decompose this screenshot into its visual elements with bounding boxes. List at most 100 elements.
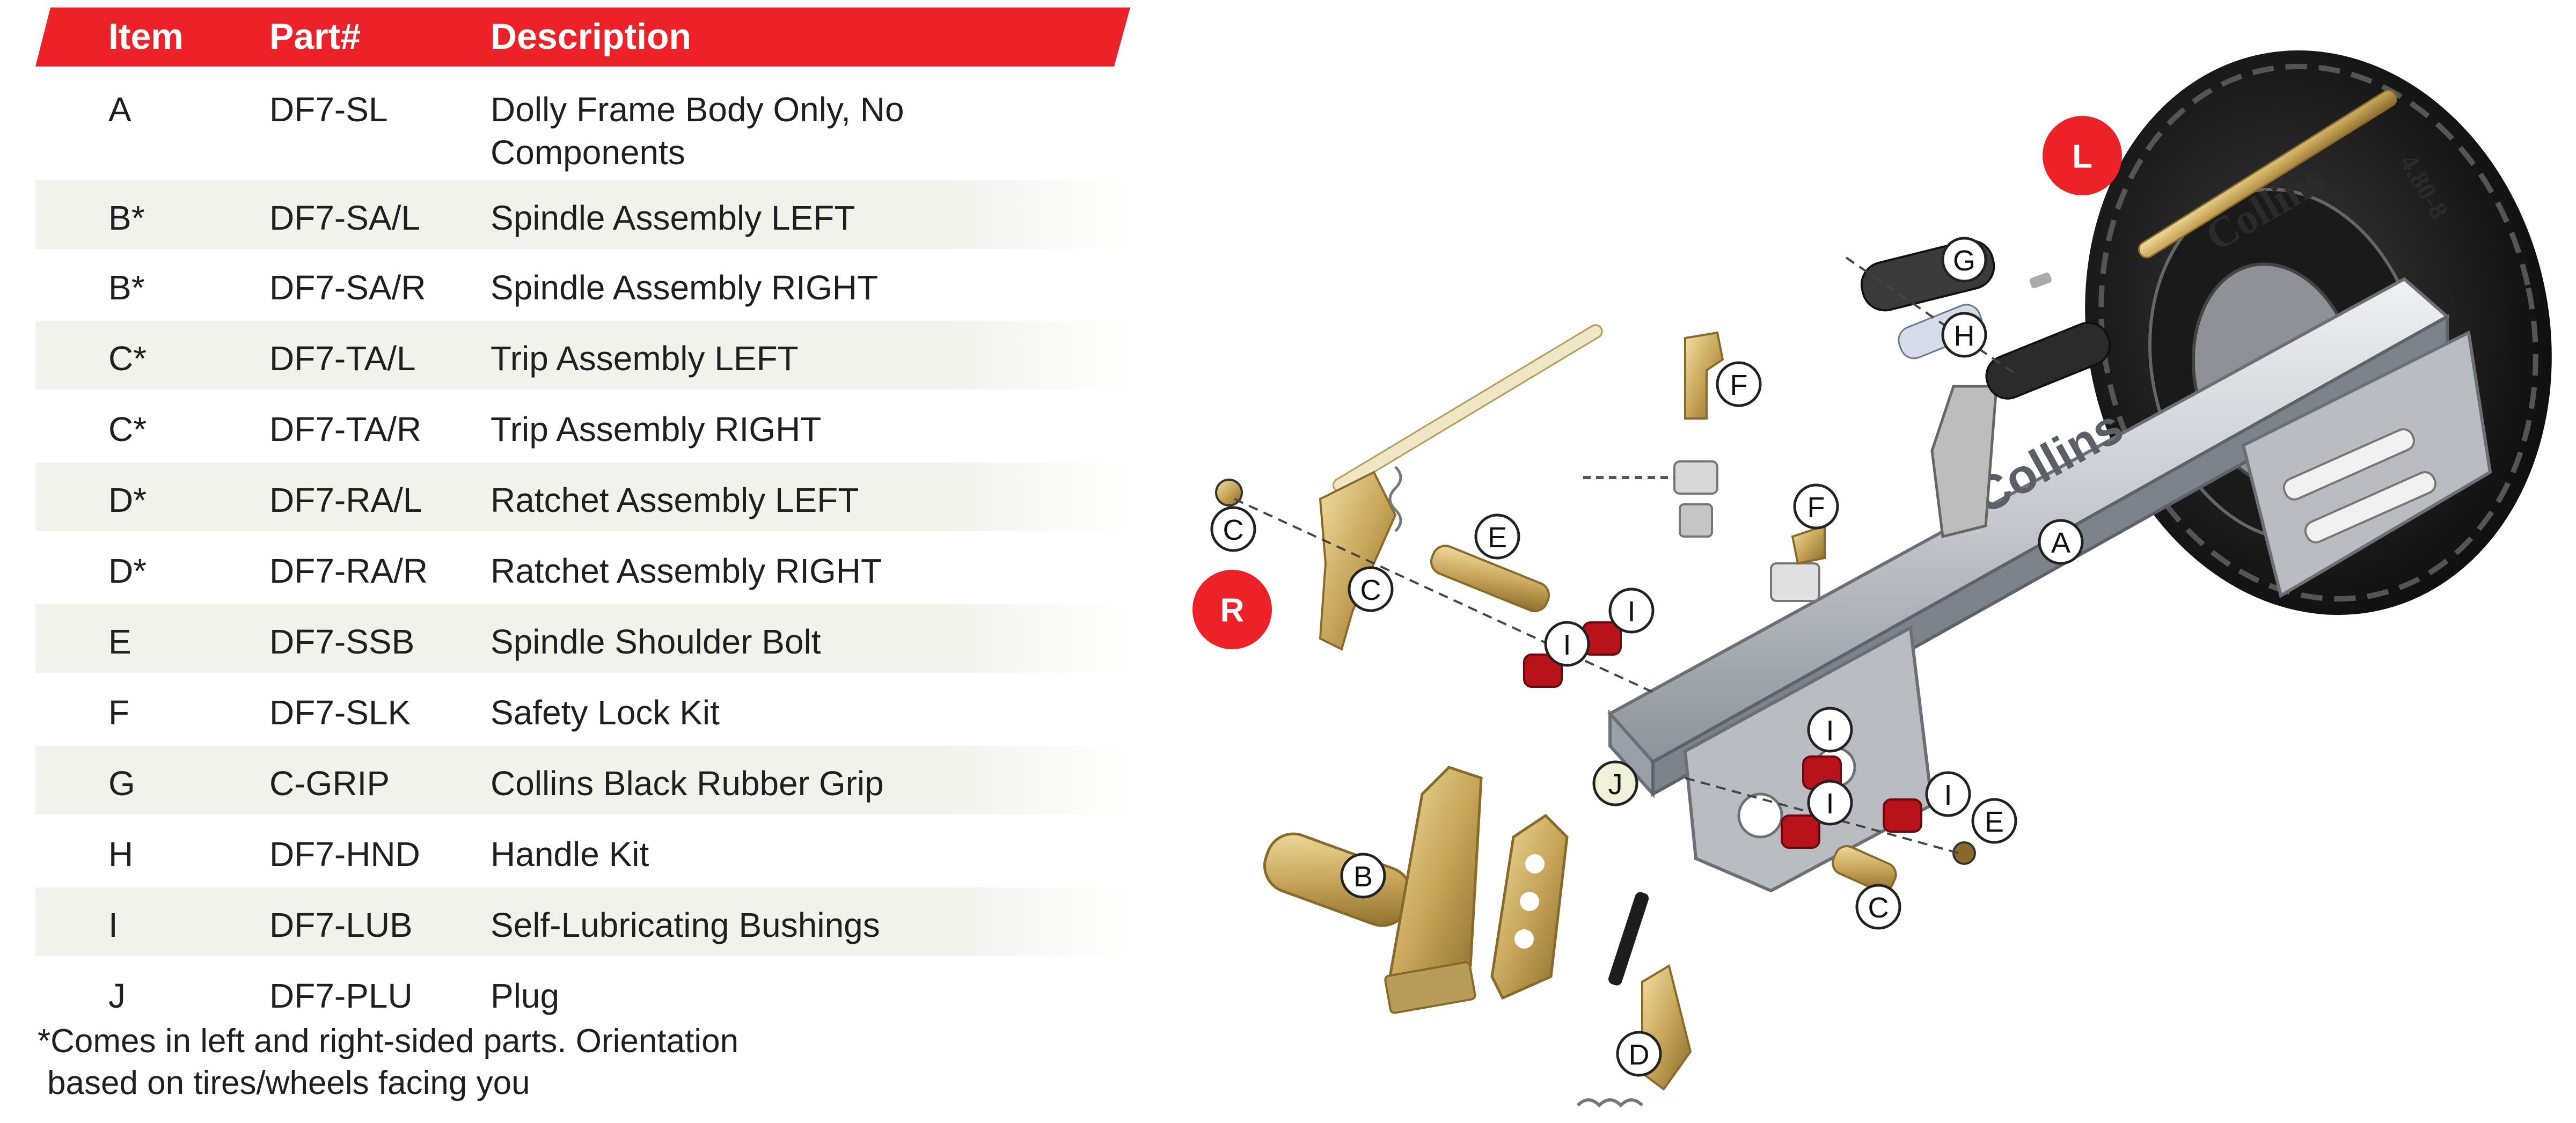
assembly-guide-lines <box>1234 256 2019 854</box>
callout-e-bolt: E <box>1971 798 2017 844</box>
callout-e-pin: E <box>1474 513 1520 560</box>
svg-text:C: C <box>1360 574 1381 606</box>
row-item: C* <box>108 410 147 449</box>
callout-a: A <box>2038 519 2084 565</box>
callout-i-5: I <box>1925 771 1971 817</box>
header-description: Description <box>491 16 692 57</box>
spindle-assembly <box>1263 766 1569 1014</box>
trip-assembly <box>1319 324 1603 651</box>
spindle-bolt <box>1952 841 1976 865</box>
row-item: I <box>108 906 118 944</box>
safety-lock-kit <box>1583 331 1826 602</box>
svg-text:A: A <box>2051 527 2070 559</box>
svg-text:R: R <box>1220 592 1245 629</box>
callout-i-1: I <box>1608 588 1655 634</box>
footnote-line-2: based on tires/wheels facing you <box>47 1065 530 1102</box>
svg-text:I: I <box>1826 715 1834 747</box>
svg-text:I: I <box>1944 779 1952 811</box>
row-description: Ratchet Assembly RIGHT <box>491 552 882 590</box>
row-description: Spindle Assembly RIGHT <box>491 268 879 307</box>
svg-text:I: I <box>1563 629 1571 661</box>
row-description: Handle Kit <box>491 835 649 874</box>
row-item: E <box>108 622 131 661</box>
row-part-number: C-GRIP <box>269 764 390 803</box>
svg-text:D: D <box>1629 1039 1650 1071</box>
table-row: H DF7-HND Handle Kit <box>35 817 1130 885</box>
row-description: Spindle Shoulder Bolt <box>491 622 821 661</box>
callout-i-2: I <box>1544 621 1590 667</box>
footnote-line-1: *Comes in left and right-sided parts. Or… <box>38 1023 739 1060</box>
table-row: D* DF7-RA/L Ratchet Assembly LEFT <box>35 463 1130 531</box>
table-row: G C-GRIP Collins Black Rubber Grip <box>35 746 1130 814</box>
svg-text:G: G <box>1953 245 1975 277</box>
row-part-number: DF7-SSB <box>269 622 415 661</box>
table-row: B* DF7-SA/R Spindle Assembly RIGHT <box>35 250 1130 319</box>
svg-text:C: C <box>1868 892 1889 924</box>
table-row: F DF7-SLK Safety Lock Kit <box>35 675 1130 744</box>
callout-g: G <box>1941 237 1987 283</box>
right-side-badge: R <box>1192 570 1272 649</box>
row-description: Ratchet Assembly LEFT <box>491 481 859 519</box>
callout-i-4: I <box>1807 780 1853 826</box>
row-description: Dolly Frame Body Only, No Components <box>491 90 904 172</box>
row-part-number: DF7-SL <box>269 90 388 129</box>
svg-text:L: L <box>2072 138 2092 175</box>
row-part-number: DF7-TA/R <box>269 410 422 449</box>
trip-pin <box>1832 845 1897 893</box>
row-part-number: DF7-LUB <box>269 906 413 944</box>
table-header-banner <box>35 8 1130 67</box>
svg-text:J: J <box>1608 768 1623 801</box>
svg-text:F: F <box>1730 369 1748 401</box>
svg-text:E: E <box>1985 806 2004 838</box>
row-description: Trip Assembly RIGHT <box>491 410 822 449</box>
callout-j: J <box>1592 760 1638 806</box>
row-description: Self-Lubricating Bushings <box>491 906 880 944</box>
svg-text:C: C <box>1223 514 1244 546</box>
row-item: D* <box>108 481 147 519</box>
table-row: C* DF7-TA/L Trip Assembly LEFT <box>35 321 1130 390</box>
callout-c-pin: C <box>1855 884 1901 930</box>
table-row: E DF7-SSB Spindle Shoulder Bolt <box>35 604 1130 673</box>
row-description: Spindle Assembly LEFT <box>491 199 855 237</box>
table-row: J DF7-PLU Plug <box>35 958 1130 1027</box>
row-part-number: DF7-SA/L <box>269 199 420 237</box>
row-item: J <box>108 977 126 1015</box>
callout-b: B <box>1340 853 1386 899</box>
table-row: C* DF7-TA/R Trip Assembly RIGHT <box>35 392 1130 460</box>
row-description: Plug <box>491 977 560 1015</box>
table-row: I DF7-LUB Self-Lubricating Bushings <box>35 887 1130 956</box>
table-row: B* DF7-SA/L Spindle Assembly LEFT <box>35 180 1130 249</box>
row-item: C* <box>108 339 147 378</box>
row-description: Collins Black Rubber Grip <box>491 764 884 803</box>
row-item: F <box>108 693 130 732</box>
row-part-number: DF7-RA/R <box>269 552 428 590</box>
row-item: D* <box>108 552 147 590</box>
svg-text:H: H <box>1954 320 1975 352</box>
row-item: B* <box>108 268 145 307</box>
row-part-number: DF7-PLU <box>269 977 413 1015</box>
callout-h: H <box>1941 312 1987 358</box>
row-part-number: DF7-HND <box>269 835 420 874</box>
callout-f-lower: F <box>1793 483 1839 530</box>
row-item: B* <box>108 199 145 237</box>
row-item: A <box>108 90 131 129</box>
row-item: G <box>108 764 135 803</box>
row-part-number: DF7-TA/L <box>269 339 416 378</box>
row-part-number: DF7-RA/L <box>269 481 422 519</box>
callout-d: D <box>1616 1031 1662 1077</box>
svg-text:E: E <box>1488 522 1507 554</box>
callout-c-arm: C <box>1348 566 1394 612</box>
left-side-badge: L <box>2043 116 2122 195</box>
table-row: A DF7-SL Dolly Frame Body Only, No Compo… <box>35 72 1130 179</box>
row-part-number: DF7-SA/R <box>269 268 426 307</box>
table-row: D* DF7-RA/R Ratchet Assembly RIGHT <box>35 533 1130 602</box>
table-header: Item Part# Description <box>35 8 1130 67</box>
row-description: Safety Lock Kit <box>491 693 720 732</box>
callout-i-3: I <box>1807 707 1853 753</box>
row-description: Trip Assembly LEFT <box>491 339 799 378</box>
callout-c-bolt: C <box>1210 506 1256 552</box>
callout-f-upper: F <box>1716 361 1762 407</box>
svg-text:I: I <box>1627 596 1635 628</box>
row-part-number: DF7-SLK <box>269 693 411 732</box>
